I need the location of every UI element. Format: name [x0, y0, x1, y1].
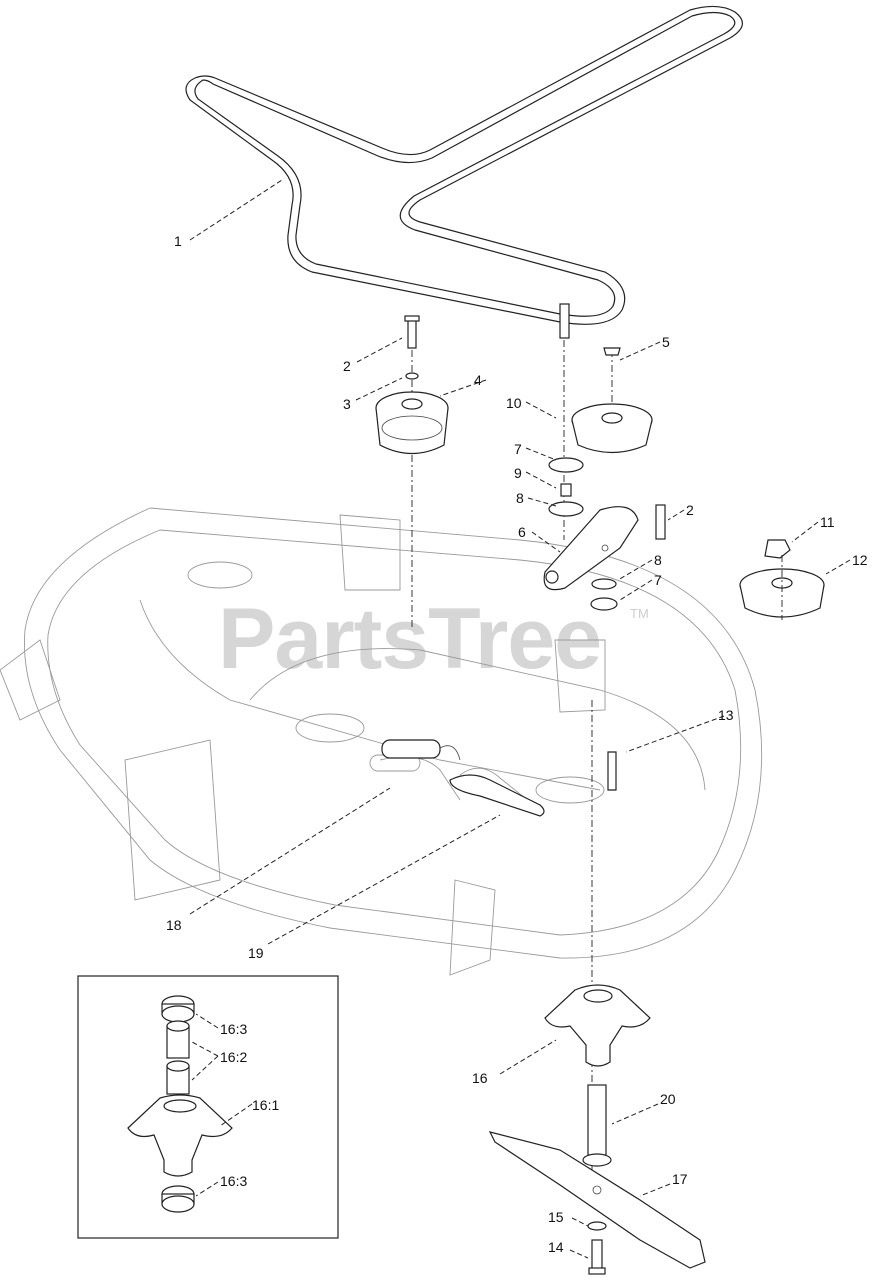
callout-10: 10 [506, 395, 522, 411]
inset-callout-16-3-top: 16:3 [220, 1021, 247, 1037]
callout-1: 1 [174, 233, 182, 249]
callout-6: 6 [518, 524, 526, 540]
callout-4: 4 [474, 372, 482, 388]
callout-14: 14 [548, 1239, 564, 1255]
callout-16: 16 [472, 1070, 488, 1086]
idler-assembly-left [375, 315, 449, 630]
callout-13: 13 [718, 707, 734, 723]
callout-labels: 1 2 3 4 5 10 7 9 8 2 6 11 12 8 7 13 18 1… [166, 233, 868, 1255]
inset-callout-16-1: 16:1 [252, 1097, 279, 1113]
mower-deck [0, 507, 763, 976]
spring-and-rod [381, 739, 545, 817]
callout-3: 3 [343, 396, 351, 412]
callout-7: 7 [514, 441, 522, 457]
idler-assembly-right [543, 303, 825, 1190]
callout-9: 9 [514, 465, 522, 481]
leader-lines [189, 179, 851, 1259]
callout-2b: 2 [686, 502, 694, 518]
callout-18: 18 [166, 917, 182, 933]
callout-12: 12 [852, 552, 868, 568]
callout-8: 8 [516, 490, 524, 506]
callout-7b: 7 [654, 572, 662, 588]
callout-17: 17 [672, 1171, 688, 1187]
watermark-text: PartsTree [218, 591, 601, 687]
spindle-exploded-inset [77, 975, 339, 1239]
callout-20: 20 [660, 1091, 676, 1107]
callout-2: 2 [343, 358, 351, 374]
watermark-trademark: TM [630, 606, 649, 621]
watermark: PartsTree TM [218, 591, 649, 687]
callout-19: 19 [248, 945, 264, 961]
drive-belt [185, 5, 743, 325]
spindle-blade-assembly [488, 984, 706, 1275]
callout-11: 11 [820, 514, 835, 530]
callout-15: 15 [548, 1209, 564, 1225]
inset-callout-16-3-bottom: 16:3 [220, 1173, 247, 1189]
callout-8b: 8 [654, 552, 662, 568]
callout-5: 5 [662, 334, 670, 350]
inset-callout-16-2: 16:2 [220, 1049, 247, 1065]
